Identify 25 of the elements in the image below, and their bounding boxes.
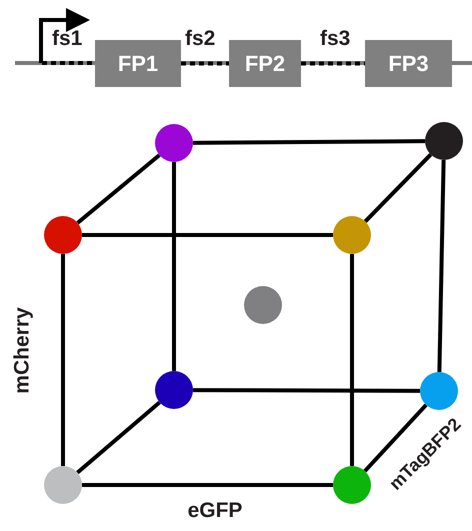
- cube-edge: [437, 160, 446, 372]
- frameshift-label: fs1: [52, 28, 82, 49]
- cube-edge: [363, 404, 428, 472]
- cube-edge: [76, 400, 161, 474]
- cube-edge: [350, 254, 354, 466]
- cube-edge: [364, 153, 432, 223]
- cube-edge: [82, 233, 333, 237]
- cube-edge: [76, 154, 161, 224]
- gene-box: [95, 40, 181, 87]
- cube-edge: [192, 139, 426, 145]
- axis-label: mCherry: [12, 306, 32, 396]
- frameshift-label: fs3: [320, 28, 350, 49]
- cube-edge: [193, 388, 420, 393]
- axis-label: eGFP: [186, 500, 244, 521]
- dotted-segment: [181, 62, 229, 66]
- dotted-segment: [301, 62, 365, 66]
- gene-label: FP3: [388, 50, 429, 78]
- gene-label: FP1: [118, 50, 158, 78]
- cube-edge: [61, 254, 65, 466]
- cube-edge: [82, 483, 333, 487]
- gene-box: [365, 40, 452, 87]
- frameshift-label: fs2: [185, 28, 216, 49]
- gene-label: FP2: [244, 50, 286, 78]
- cube-edge: [172, 162, 176, 371]
- gene-box: [229, 40, 301, 87]
